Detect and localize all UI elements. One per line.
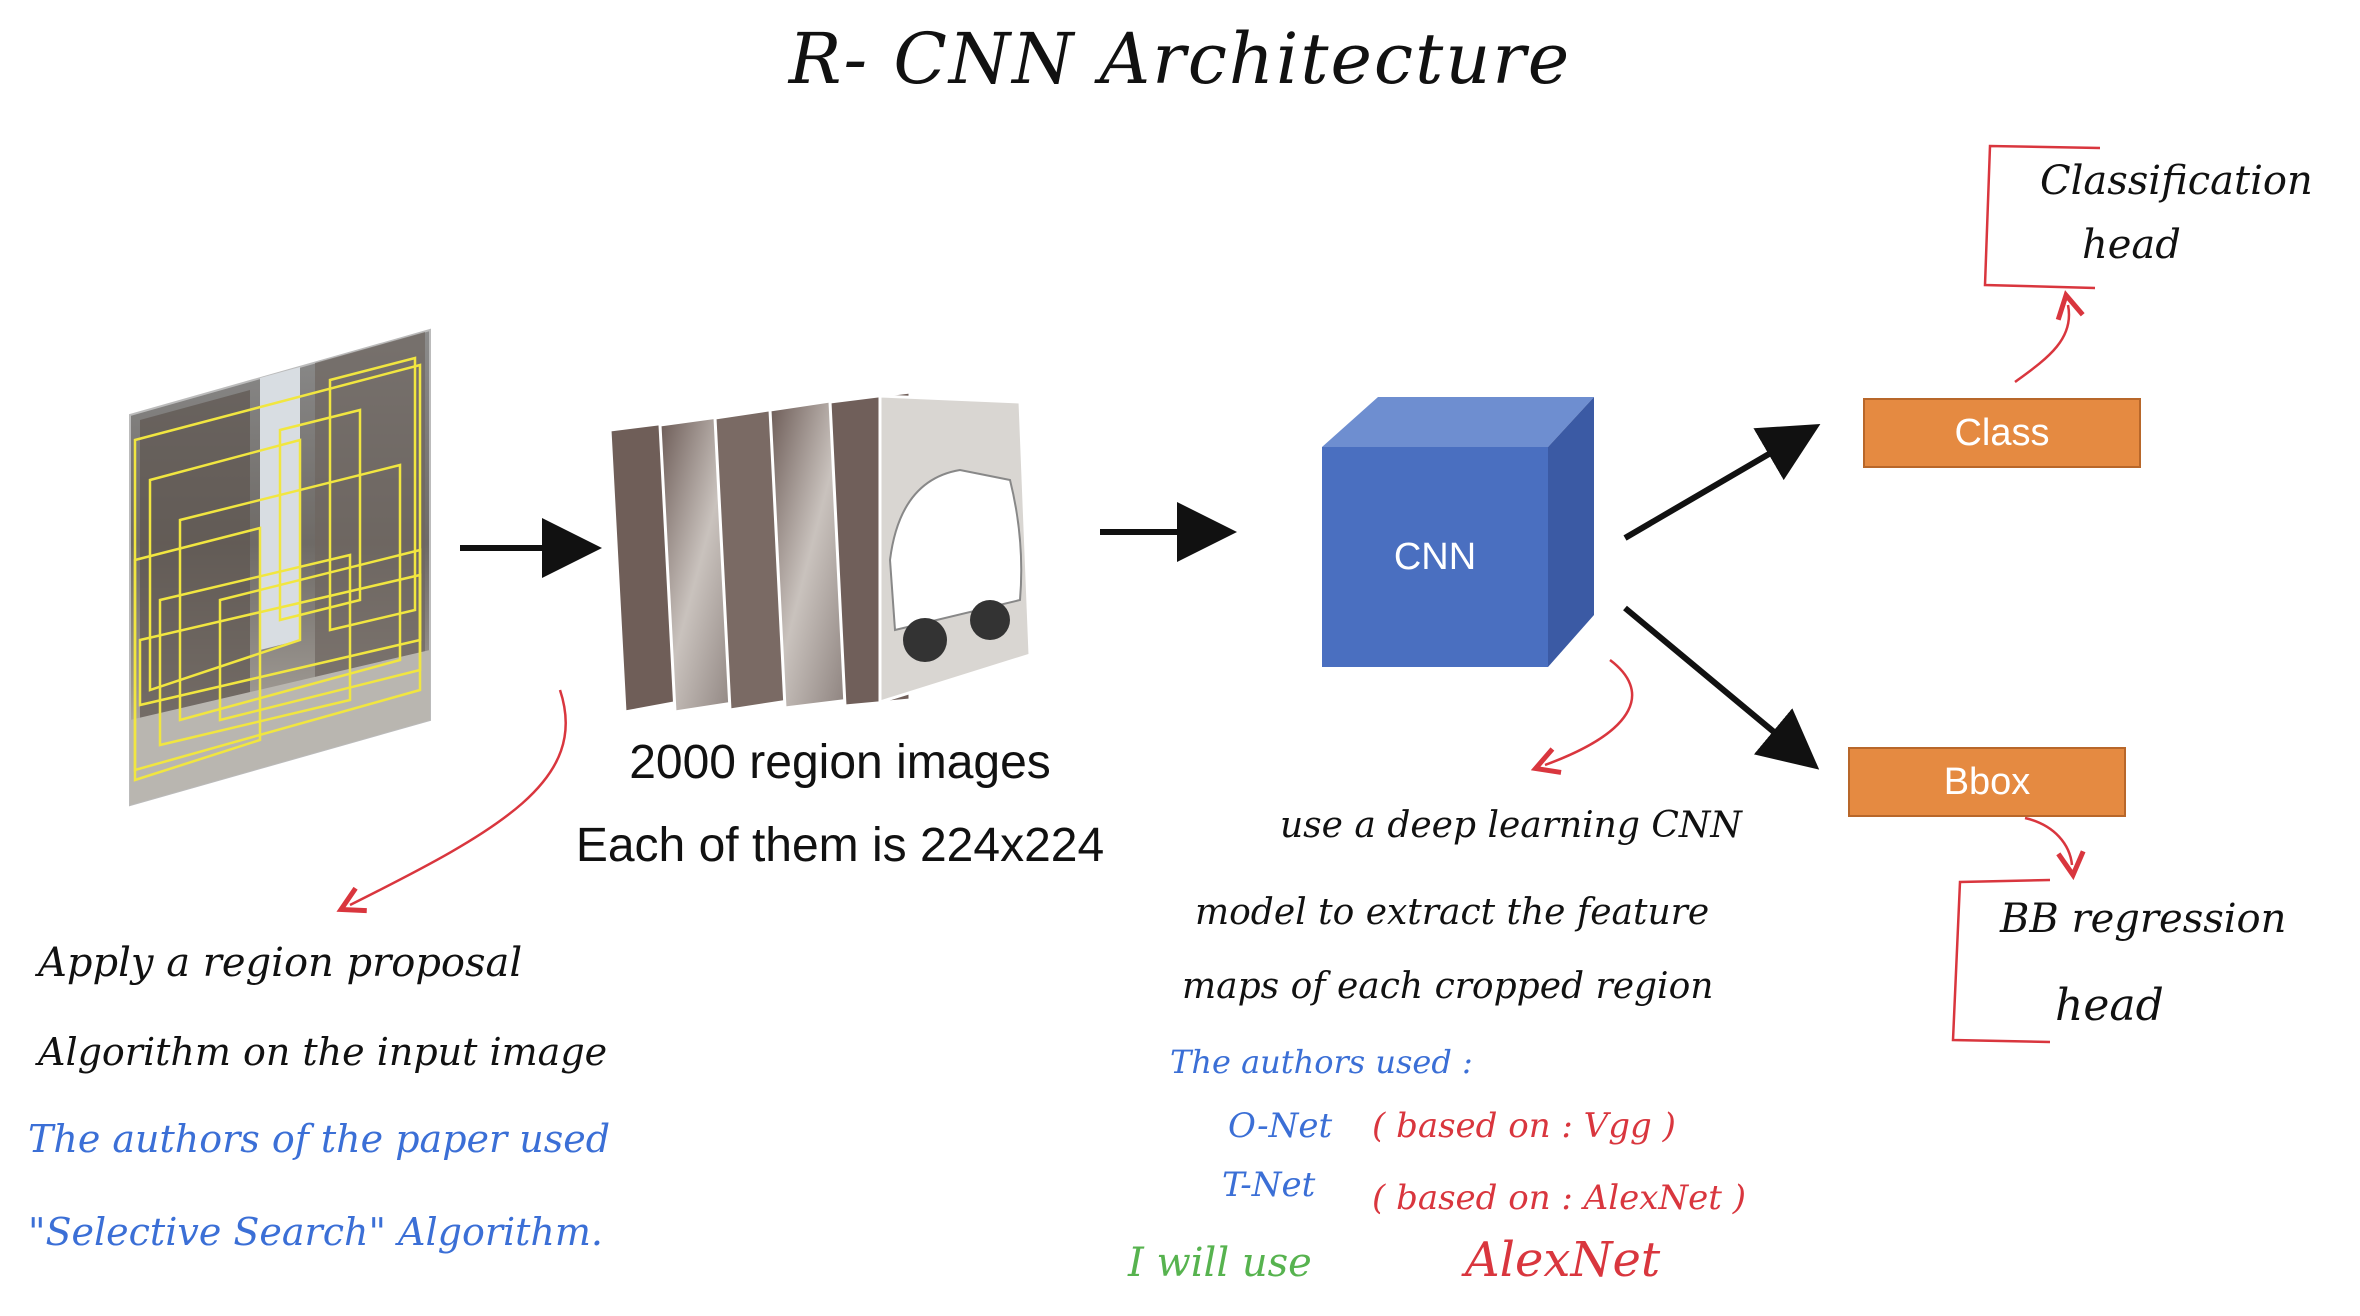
middle-note-will-use: I will use <box>1128 1240 1312 1286</box>
diagram-title: R- CNN Architecture <box>788 18 1572 100</box>
cnn-cube <box>1322 397 1594 667</box>
middle-note-onet: O-Net <box>1228 1106 1333 1146</box>
red-arrow-middle <box>1545 659 1634 765</box>
classification-head-bracket <box>1983 144 2101 290</box>
left-note-line1: Apply a region proposal <box>38 940 523 986</box>
input-image <box>129 328 431 807</box>
bbox-head-bracket <box>1951 878 2051 1044</box>
middle-note-line1: use a deep learning CNN <box>1280 805 1742 846</box>
bbox-head-line2: head <box>2055 980 2164 1031</box>
middle-note-line3: maps of each cropped region <box>1182 966 1714 1007</box>
region-images-stack <box>608 390 1032 714</box>
middle-note-tnet: T-Net <box>1222 1165 1316 1205</box>
middle-note-tnet-detail: ( based on : AlexNet ) <box>1372 1178 1747 1218</box>
caption-region-count: 2000 region images <box>629 736 1051 789</box>
red-arrow-left <box>350 689 567 905</box>
classification-head-line1: Classification <box>2040 158 2313 204</box>
middle-note-alexnet: AlexNet <box>1465 1232 1661 1288</box>
cnn-label: CNN <box>1393 535 1477 578</box>
left-note-line3: The authors of the paper used <box>28 1117 611 1161</box>
caption-region-size: Each of them is 224x224 <box>575 819 1105 872</box>
arrow-to-bbox <box>1623 605 1820 770</box>
bbox-head-line1: BB regression <box>2000 896 2287 942</box>
left-note-line2: Algorithm on the input image <box>38 1030 608 1074</box>
proposal-boxes <box>133 356 422 782</box>
red-arrow-bbox <box>2024 816 2072 865</box>
middle-note-line2: model to extract the feature <box>1195 892 1710 933</box>
class-output-box: Class <box>1863 398 2141 468</box>
bbox-output-box: Bbox <box>1848 747 2126 817</box>
middle-note-authors: The authors used : <box>1170 1043 1473 1081</box>
red-arrow-class <box>2014 305 2069 384</box>
left-note-line4: "Selective Search" Algorithm. <box>28 1210 604 1254</box>
middle-note-onet-detail: ( based on : Vgg ) <box>1372 1106 1676 1146</box>
classification-head-line2: head <box>2082 222 2181 268</box>
arrow-to-class <box>1623 423 1821 541</box>
